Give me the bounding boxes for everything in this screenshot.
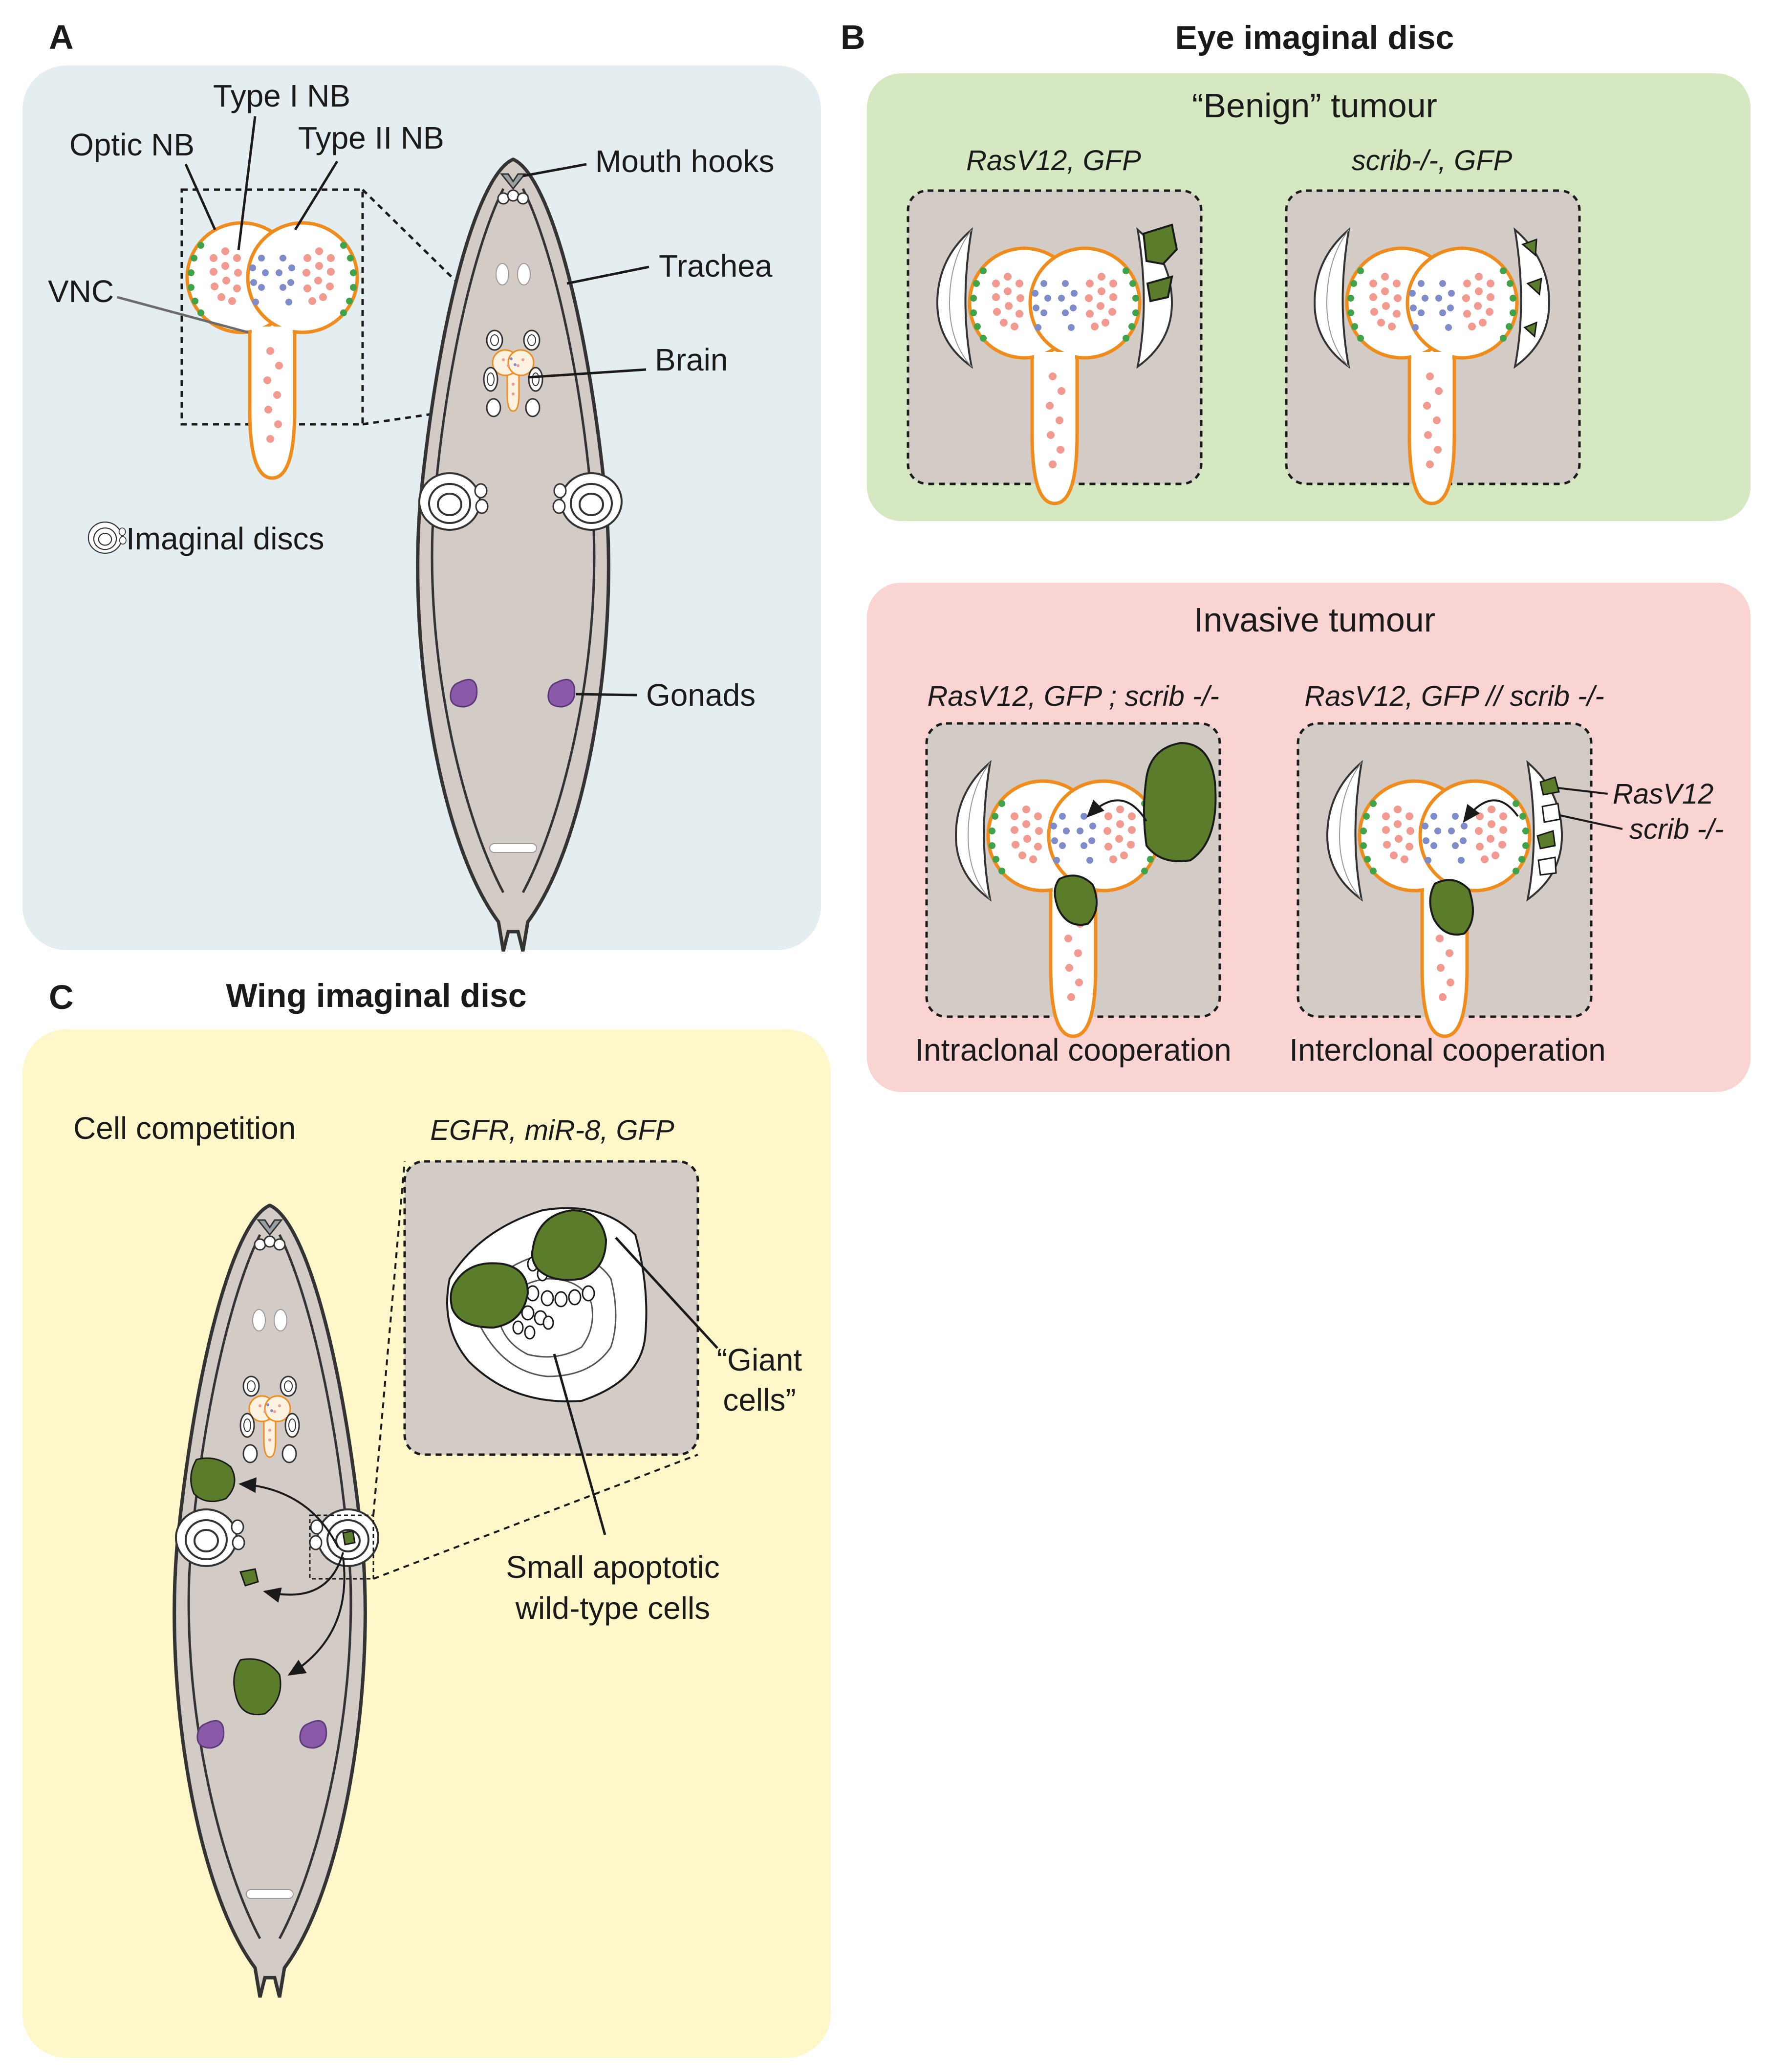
trachea-label: Trachea <box>659 248 773 284</box>
gonads-pointer <box>575 693 638 697</box>
vnc-label: VNC <box>48 274 114 309</box>
larva-a <box>418 159 623 951</box>
wing-disc-diagram <box>446 1207 648 1402</box>
cell-competition-label: Cell competition <box>73 1111 296 1146</box>
apoptotic-label-1: Small apoptotic <box>506 1549 720 1585</box>
type2-label: Type II NB <box>298 120 444 155</box>
apoptotic-label-2: wild-type cells <box>515 1591 710 1626</box>
mouth-hooks-label: Mouth hooks <box>595 144 774 179</box>
optic-label: Optic NB <box>69 127 195 162</box>
panel-c-title: Wing imaginal disc <box>226 977 526 1014</box>
brain-label: Brain <box>655 342 728 377</box>
benign-title: “Benign” tumour <box>1192 87 1437 125</box>
brain-pointer <box>527 368 647 379</box>
giant-cells-label-2: cells” <box>723 1382 796 1418</box>
rasv12-callout: RasV12 <box>1613 778 1713 810</box>
type2-pointer <box>294 160 339 231</box>
imaginal-discs-label: Imaginal discs <box>126 521 324 556</box>
benign-left-brain <box>936 223 1178 503</box>
gonad-left <box>450 678 478 708</box>
gonad-right <box>547 678 576 708</box>
giant-cells-pointer <box>615 1237 718 1349</box>
trachea-pointer <box>566 265 649 285</box>
gonads-label: Gonads <box>646 677 756 713</box>
invasive-title: Invasive tumour <box>1194 601 1435 639</box>
inset-label: EGFR, miR-8, GFP <box>430 1114 674 1146</box>
scrib-callout: scrib -/- <box>1629 813 1724 845</box>
apoptotic-pointer <box>553 1353 606 1535</box>
panel-c-letter: C <box>49 978 74 1016</box>
interclonal-caption: Interclonal cooperation <box>1289 1032 1606 1068</box>
type1-pointer <box>237 116 257 251</box>
benign-right-label: scrib-/-, GFP <box>1352 145 1513 176</box>
rasv12-pointer <box>1557 787 1608 795</box>
panel-b-letter: B <box>841 18 865 56</box>
vnc-pointer <box>117 296 249 334</box>
inset-line-bottom <box>373 1454 698 1580</box>
giant-cells-label-1: “Giant <box>717 1342 802 1377</box>
invasive-right-label: RasV12, GFP // scrib -/- <box>1304 680 1604 712</box>
scrib-pointer <box>1559 814 1623 830</box>
inset-line-top <box>372 1161 406 1516</box>
invasive-right-brain <box>1326 762 1563 1036</box>
optic-pointer <box>184 163 216 231</box>
benign-left-label: RasV12, GFP <box>966 145 1141 176</box>
mouth-hooks-pointer <box>522 163 587 177</box>
larva-c <box>174 1205 379 1997</box>
type1-label: Type I NB <box>213 78 350 113</box>
panel-b-title: Eye imaginal disc <box>1175 19 1454 56</box>
benign-right-brain <box>1314 229 1550 503</box>
panel-a-letter: A <box>49 18 74 56</box>
invasive-left-brain <box>955 742 1217 1036</box>
intraclonal-caption: Intraclonal cooperation <box>915 1032 1232 1068</box>
invasive-left-label: RasV12, GFP ; scrib -/- <box>927 680 1219 712</box>
